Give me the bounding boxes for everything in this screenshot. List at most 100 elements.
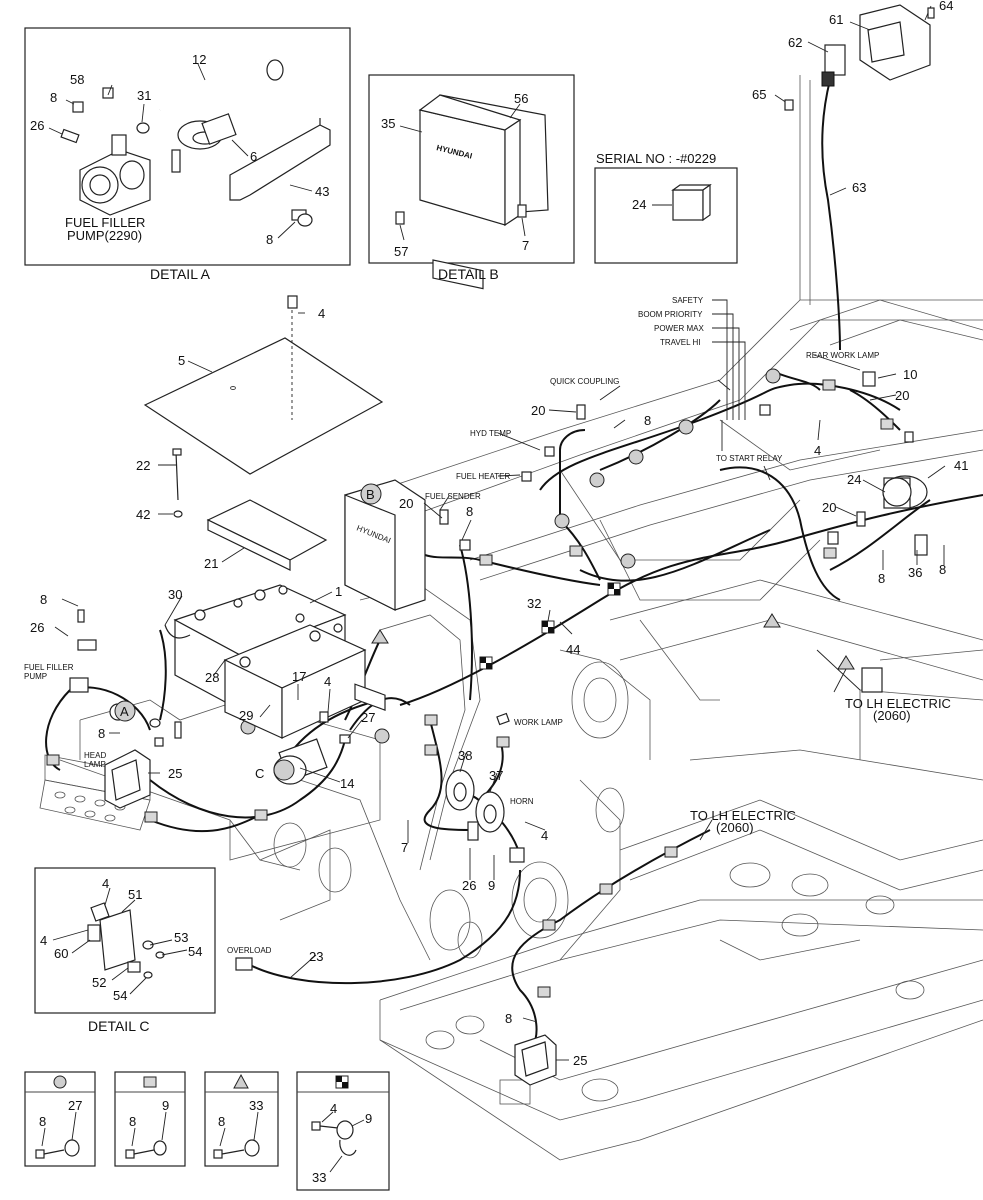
callout: 8 bbox=[50, 90, 57, 105]
callout: 20 bbox=[399, 496, 413, 511]
detail-c-marker: C bbox=[255, 766, 264, 781]
callout: 38 bbox=[458, 748, 472, 763]
callout: 63 bbox=[852, 180, 866, 195]
clamp-marker-circle bbox=[374, 728, 390, 744]
to-lh-electric-label: (2060) bbox=[873, 708, 911, 723]
clamp-marker-circle bbox=[620, 553, 636, 569]
leader-lines bbox=[54, 5, 946, 1061]
callout: 26 bbox=[462, 878, 476, 893]
to-lh-electric-label: (2060) bbox=[716, 820, 754, 835]
callout: 25 bbox=[573, 1053, 587, 1068]
callout: 52 bbox=[92, 975, 106, 990]
callout: 43 bbox=[315, 184, 329, 199]
serial-label: SERIAL NO : -#0229 bbox=[596, 151, 716, 166]
part-labels: SAFETY BOOM PRIORITY POWER MAX TRAVEL HI… bbox=[24, 296, 951, 955]
callout: 26 bbox=[30, 620, 44, 635]
to-lh-electric-label: TO LH ELECTRIC bbox=[690, 808, 796, 823]
callout: 51 bbox=[128, 887, 142, 902]
switch-label: SAFETY bbox=[672, 296, 704, 305]
clamp-marker-square bbox=[664, 846, 678, 858]
callout: 61 bbox=[829, 12, 843, 27]
legend-part: 27 bbox=[68, 1098, 82, 1113]
start-relay bbox=[882, 475, 928, 509]
rear-work-lamp-callouts: 61 64 62 65 63 bbox=[752, 0, 953, 195]
clamp-marker-triangle bbox=[763, 613, 781, 628]
callout: 32 bbox=[527, 596, 541, 611]
callout: 4 bbox=[324, 674, 331, 689]
bolt-4 bbox=[287, 295, 298, 420]
detail-a-panel: 12 58 8 31 26 6 43 8 FUEL FILLER PUMP(22… bbox=[24, 27, 351, 282]
serial-panel: SERIAL NO : -#0229 24 bbox=[594, 151, 738, 264]
legend: 8 27 8 9 8 33 bbox=[24, 1071, 390, 1191]
callout: 4 bbox=[318, 306, 325, 321]
callout: 8 bbox=[878, 571, 885, 586]
callout: 58 bbox=[70, 72, 84, 87]
legend-part: 8 bbox=[218, 1114, 225, 1129]
legend-part: 4 bbox=[330, 1101, 337, 1116]
clamp-marker-square bbox=[537, 986, 551, 998]
callout: 62 bbox=[788, 35, 802, 50]
callout: 31 bbox=[137, 88, 151, 103]
callout: 8 bbox=[644, 413, 651, 428]
clamp-marker-triangle bbox=[837, 655, 855, 670]
legend-part: 33 bbox=[312, 1170, 326, 1185]
head-lamp-label: HEAD bbox=[84, 751, 106, 760]
callout: 8 bbox=[505, 1011, 512, 1026]
callout: 25 bbox=[168, 766, 182, 781]
callout: 29 bbox=[239, 708, 253, 723]
detail-a-pump-label: FUEL FILLER bbox=[65, 215, 145, 230]
rear-work-lamp-label: REAR WORK LAMP bbox=[806, 351, 879, 360]
callout: 4 bbox=[102, 876, 109, 891]
clamp-marker-square bbox=[569, 545, 583, 557]
detail-b-panel: HYUNDAI 35 56 57 7 DETAIL B bbox=[368, 74, 575, 290]
detail-b-marker: B bbox=[366, 487, 375, 502]
clamp-marker-circle bbox=[765, 368, 781, 384]
clamp-marker-square bbox=[599, 883, 613, 895]
legend-part: 8 bbox=[39, 1114, 46, 1129]
callout: 36 bbox=[908, 565, 922, 580]
callout: 20 bbox=[822, 500, 836, 515]
switch-label: POWER MAX bbox=[654, 324, 704, 333]
legend-triangle: 8 33 bbox=[204, 1071, 279, 1167]
callout: 21 bbox=[204, 556, 218, 571]
head-lamp-label: LAMP bbox=[84, 760, 106, 769]
callout: 8 bbox=[939, 562, 946, 577]
horn-label: HORN bbox=[510, 797, 534, 806]
head-lamp-bottom bbox=[514, 1034, 557, 1086]
callout: 4 bbox=[541, 828, 548, 843]
callout: 24 bbox=[632, 197, 646, 212]
hyd-temp-label: HYD TEMP bbox=[470, 429, 511, 438]
clamp-marker-square bbox=[424, 744, 438, 756]
callout: 37 bbox=[489, 768, 503, 783]
detail-c-caption: DETAIL C bbox=[88, 1018, 149, 1034]
detail-b-caption: DETAIL B bbox=[438, 266, 499, 282]
callout: 54 bbox=[188, 944, 202, 959]
callout: 7 bbox=[522, 238, 529, 253]
callout: 64 bbox=[939, 0, 953, 13]
callout: 54 bbox=[113, 988, 127, 1003]
clamp-marker-circle bbox=[589, 472, 605, 488]
fuel-sender-label: FUEL SENDER bbox=[425, 492, 481, 501]
callout: 42 bbox=[136, 507, 150, 522]
legend-square: 8 9 bbox=[114, 1071, 186, 1167]
callout: 41 bbox=[954, 458, 968, 473]
callout: 17 bbox=[292, 669, 306, 684]
callout: 1 bbox=[335, 584, 342, 599]
callout: 5 bbox=[178, 353, 185, 368]
legend-part: 9 bbox=[365, 1111, 372, 1126]
callout: 4 bbox=[40, 933, 47, 948]
clamp-marker-square bbox=[254, 809, 268, 821]
fuel-heater-label: FUEL HEATER bbox=[456, 472, 510, 481]
detail-c-panel: 4 51 4 60 53 54 52 54 DETAIL C bbox=[34, 867, 216, 1034]
clamp-marker-circle bbox=[554, 513, 570, 529]
callout: 20 bbox=[895, 388, 909, 403]
callout: 14 bbox=[340, 776, 354, 791]
ecu-controller bbox=[344, 479, 426, 711]
callout: 56 bbox=[514, 91, 528, 106]
head-lamp-left bbox=[104, 749, 151, 809]
callout: 30 bbox=[168, 587, 182, 602]
legend-circle: 8 27 bbox=[24, 1071, 96, 1167]
to-lh-electric-label: TO LH ELECTRIC bbox=[845, 696, 951, 711]
clamp-marker-checker bbox=[479, 656, 493, 670]
